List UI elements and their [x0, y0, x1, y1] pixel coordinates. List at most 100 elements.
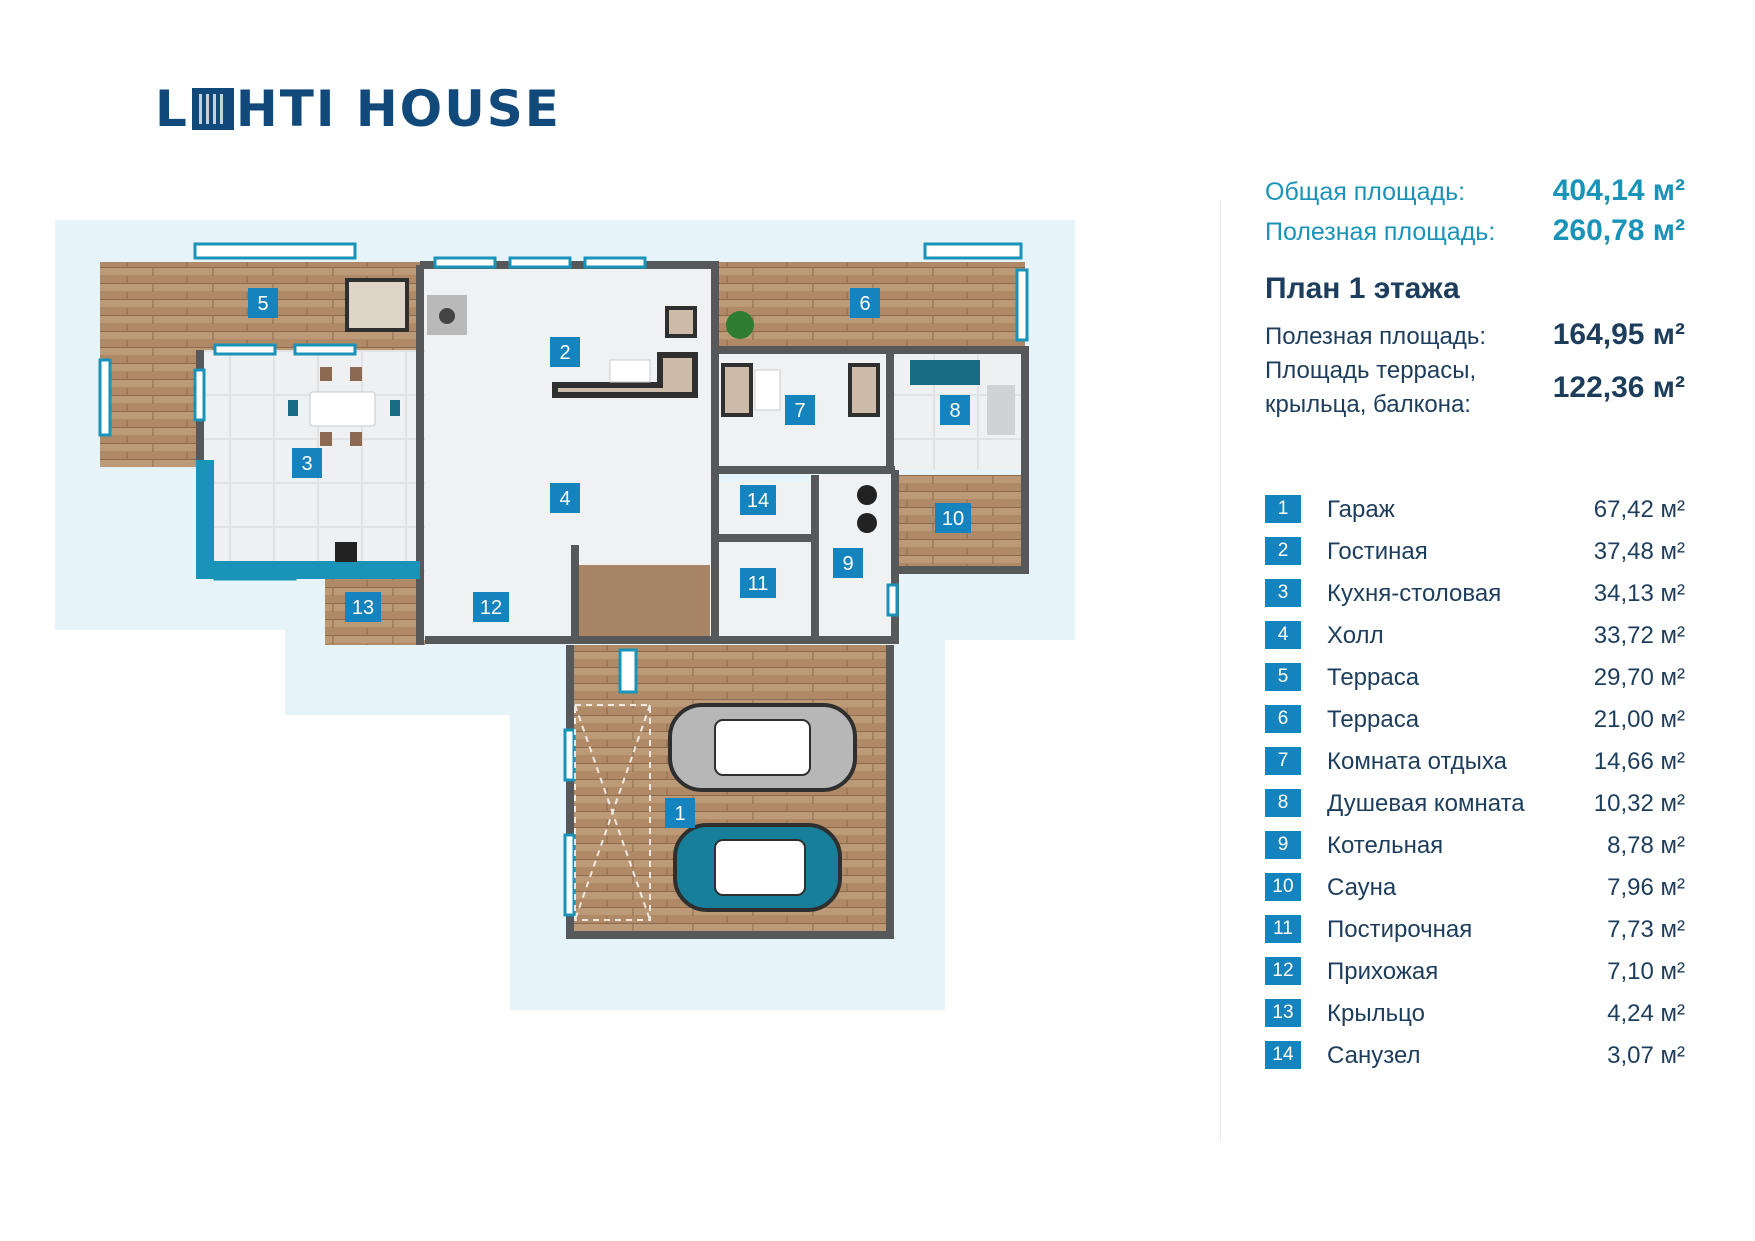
logo-wood-mark-icon: [191, 88, 234, 130]
room-name: Сауна: [1327, 874, 1397, 901]
floor-plan: 1 2 3 4 5 6 7 8 9 10 11 12 13 14: [55, 220, 1205, 1120]
legend-row: 6 Терраса 21,00 м²: [1265, 698, 1685, 740]
room-numbers: 1 2 3 4 5 6 7 8 9 10 11 12 13 14: [257, 293, 964, 825]
brand-logo: L HTI HOUSE: [155, 84, 561, 134]
plan-num-13: 13: [352, 597, 374, 619]
legend-row: 9 Котельная 8,78 м²: [1265, 824, 1685, 866]
floor-plan-title: План 1 этажа: [1265, 272, 1460, 305]
room-badge: 6: [1265, 705, 1301, 733]
room-area: 10,32 м²: [1593, 790, 1685, 817]
room-area: 7,96 м²: [1607, 874, 1685, 901]
floor-plan-drawing: 1 2 3 4 5 6 7 8 9 10 11 12 13 14: [55, 220, 1075, 1010]
dining-chairs: [320, 367, 362, 446]
room-area: 29,70 м²: [1593, 664, 1685, 691]
room-name: Гараж: [1327, 496, 1395, 523]
total-area-label: Общая площадь:: [1265, 178, 1466, 206]
floor-useful-row: Полезная площадь: 164,95 м²: [1265, 318, 1685, 352]
plan-num-10: 10: [942, 508, 964, 530]
room-badge: 10: [1265, 873, 1301, 901]
total-area-value: 404,14 м²: [1552, 174, 1685, 207]
room-badge: 14: [1265, 1041, 1301, 1069]
windows: [98, 242, 1029, 917]
terrace-label-line1: Площадь террасы,: [1265, 357, 1477, 384]
room-name: Кухня-столовая: [1327, 580, 1502, 607]
cooktop: [335, 542, 357, 562]
room-badge: 9: [1265, 831, 1301, 859]
room-name: Постирочная: [1327, 916, 1473, 943]
room-name: Санузел: [1327, 1042, 1421, 1069]
plan-num-7: 7: [794, 400, 805, 422]
room-area: 34,13 м²: [1593, 580, 1685, 607]
plan-num-5: 5: [257, 293, 268, 315]
dining-table: [309, 391, 376, 427]
logo-text-right: HTI HOUSE: [235, 80, 561, 138]
plan-num-11: 11: [748, 573, 769, 595]
room-badge: 3: [1265, 579, 1301, 607]
floor-useful-label: Полезная площадь:: [1265, 323, 1487, 350]
room-area: 67,42 м²: [1593, 496, 1685, 523]
vertical-divider: [1220, 200, 1221, 1140]
plan-num-4: 4: [559, 488, 570, 510]
sofa: [552, 352, 698, 398]
plan-num-12: 12: [480, 597, 502, 619]
room-badge: 11: [1265, 915, 1301, 943]
room-badge: 7: [1265, 747, 1301, 775]
stairs: [575, 565, 710, 640]
room-area: 14,66 м²: [1593, 748, 1685, 775]
plan-num-1: 1: [674, 803, 685, 825]
room-area: 21,00 м²: [1593, 706, 1685, 733]
room-badge: 2: [1265, 537, 1301, 565]
room-name: Гостиная: [1327, 538, 1428, 565]
room-area: 7,10 м²: [1607, 958, 1685, 985]
room-name: Котельная: [1327, 832, 1444, 859]
room-area: 4,24 м²: [1607, 1000, 1685, 1027]
plan-num-2: 2: [559, 342, 570, 364]
room-name: Крыльцо: [1327, 1000, 1425, 1027]
room-area: 33,72 м²: [1593, 622, 1685, 649]
plan-num-8: 8: [949, 400, 960, 422]
room-badge: 8: [1265, 789, 1301, 817]
plant-icon: [726, 311, 754, 339]
legend-row: 11 Постирочная 7,73 м²: [1265, 908, 1685, 950]
armchair: [665, 306, 697, 338]
plan-num-3: 3: [301, 453, 312, 475]
room-markers: [248, 288, 971, 828]
room-badge: 4: [1265, 621, 1301, 649]
terrace-area-row: Площадь террасы, крыльца, балкона: 122,3…: [1265, 354, 1685, 422]
legend-row: 3 Кухня-столовая 34,13 м²: [1265, 572, 1685, 614]
car-grey-icon: [668, 703, 857, 792]
terrace-area-label: Площадь террасы, крыльца, балкона:: [1265, 354, 1476, 422]
kitchen-counter: [196, 460, 420, 579]
plan-num-6: 6: [859, 293, 870, 315]
room-name: Душевая комната: [1327, 790, 1525, 817]
room-area: 8,78 м²: [1607, 832, 1685, 859]
useful-area-row: Полезная площадь: 260,78 м²: [1265, 214, 1685, 248]
room-name: Холл: [1327, 622, 1384, 649]
coffee-table: [609, 359, 651, 383]
legend-row: 4 Холл 33,72 м²: [1265, 614, 1685, 656]
useful-area-value: 260,78 м²: [1552, 214, 1685, 247]
room-area: 37,48 м²: [1593, 538, 1685, 565]
useful-area-label: Полезная площадь:: [1265, 218, 1496, 246]
total-area-row: Общая площадь: 404,14 м²: [1265, 174, 1685, 208]
legend-row: 10 Сауна 7,96 м²: [1265, 866, 1685, 908]
floor-useful-value: 164,95 м²: [1552, 318, 1685, 351]
room-badge: 13: [1265, 999, 1301, 1027]
terrace-label-line2: крыльца, балкона:: [1265, 391, 1471, 418]
legend-row: 8 Душевая комната 10,32 м²: [1265, 782, 1685, 824]
room-area: 7,73 м²: [1607, 916, 1685, 943]
room-name: Терраса: [1327, 706, 1420, 733]
room-name: Терраса: [1327, 664, 1420, 691]
terrace-area-value: 122,36 м²: [1552, 371, 1685, 404]
logo-text-left: L: [155, 80, 189, 138]
legend-row: 13 Крыльцо 4,24 м²: [1265, 992, 1685, 1034]
car-teal-icon: [673, 823, 842, 912]
room-name: Прихожая: [1327, 958, 1439, 985]
plan-num-14: 14: [747, 490, 769, 512]
